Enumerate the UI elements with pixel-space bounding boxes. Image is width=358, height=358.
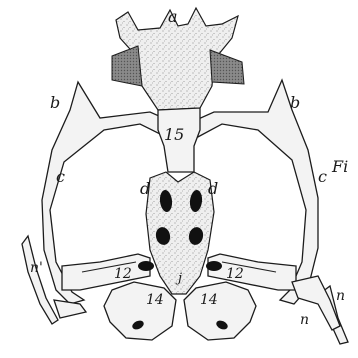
label-b-right: b [290, 93, 300, 112]
foramen-bar-right [206, 261, 222, 271]
label-n-prime: n' [30, 260, 43, 276]
label-c-left: c [56, 167, 65, 186]
label-12-left: 12 [114, 266, 132, 282]
label-14-right: 14 [200, 292, 218, 308]
left-lower-lobe [104, 282, 176, 340]
left-prong-lower [54, 300, 86, 318]
label-n-right-upper: n [336, 288, 345, 304]
label-d-left: d [140, 179, 150, 198]
label-14-left: 14 [146, 292, 164, 308]
label-12-right: 12 [226, 266, 244, 282]
label-c-right: c [318, 167, 327, 186]
foramen-bar-left [138, 261, 154, 271]
label-15: 15 [164, 125, 184, 144]
label-n-right-lower: n [300, 312, 309, 328]
left-shaded-region [112, 46, 142, 86]
figure-caption-fragment: Fi [331, 157, 348, 176]
right-lower-lobe [184, 282, 256, 340]
label-b-left: b [50, 93, 60, 112]
label-d-right: d [208, 179, 218, 198]
label-a: a [168, 7, 178, 26]
right-shaded-region [210, 50, 244, 84]
